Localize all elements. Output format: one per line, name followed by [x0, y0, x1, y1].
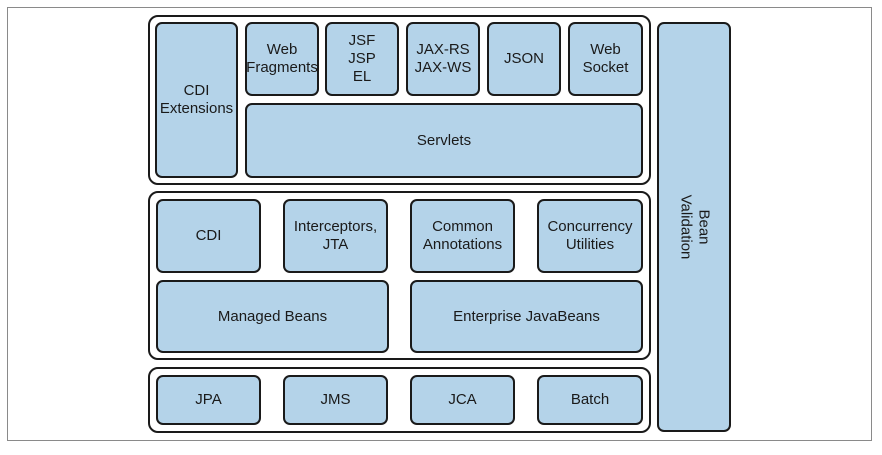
- jsf-jsp-el-box: JSF JSP EL: [325, 22, 399, 96]
- jpa-label: JPA: [195, 391, 222, 408]
- json-box: JSON: [487, 22, 561, 96]
- managed-beans-label: Managed Beans: [217, 307, 328, 325]
- servlets-box: Servlets: [245, 103, 643, 178]
- jms-label: JMS: [320, 391, 351, 408]
- jca-label: JCA: [448, 391, 477, 408]
- bean-validation-label: Bean Validation: [677, 194, 712, 260]
- web-socket-box: Web Socket: [568, 22, 643, 96]
- jsf-jsp-el-label: JSF JSP EL: [348, 32, 376, 85]
- common-annotations-box: Common Annotations: [410, 199, 515, 273]
- web-fragments-box: Web Fragments: [245, 22, 319, 96]
- jaxrs-jaxws-label: JAX-RS JAX-WS: [414, 41, 472, 76]
- concurrency-utilities-label: Concurrency Utilities: [547, 218, 633, 253]
- concurrency-utilities-box: Concurrency Utilities: [537, 199, 643, 273]
- cdi-extensions-box: CDI Extensions: [155, 22, 238, 178]
- cdi-box: CDI: [156, 199, 261, 273]
- interceptors-jta-label: Interceptors, JTA: [293, 218, 378, 253]
- managed-beans-box: Managed Beans: [156, 280, 389, 353]
- cdi-extensions-label: CDI Extensions: [159, 82, 234, 117]
- cdi-label: CDI: [195, 227, 222, 244]
- enterprise-javabeans-label: Enterprise JavaBeans: [453, 307, 600, 325]
- batch-label: Batch: [570, 391, 610, 408]
- bean-validation-box: Bean Validation: [657, 22, 731, 432]
- web-fragments-label: Web Fragments: [246, 41, 318, 76]
- jca-box: JCA: [410, 375, 515, 425]
- batch-box: Batch: [537, 375, 643, 425]
- enterprise-javabeans-box: Enterprise JavaBeans: [410, 280, 643, 353]
- jaxrs-jaxws-box: JAX-RS JAX-WS: [406, 22, 480, 96]
- servlets-label: Servlets: [416, 131, 472, 149]
- web-socket-label: Web Socket: [582, 41, 629, 76]
- json-label: JSON: [503, 50, 544, 67]
- jpa-box: JPA: [156, 375, 261, 425]
- common-annotations-label: Common Annotations: [422, 218, 503, 253]
- interceptors-jta-box: Interceptors, JTA: [283, 199, 388, 273]
- jms-box: JMS: [283, 375, 388, 425]
